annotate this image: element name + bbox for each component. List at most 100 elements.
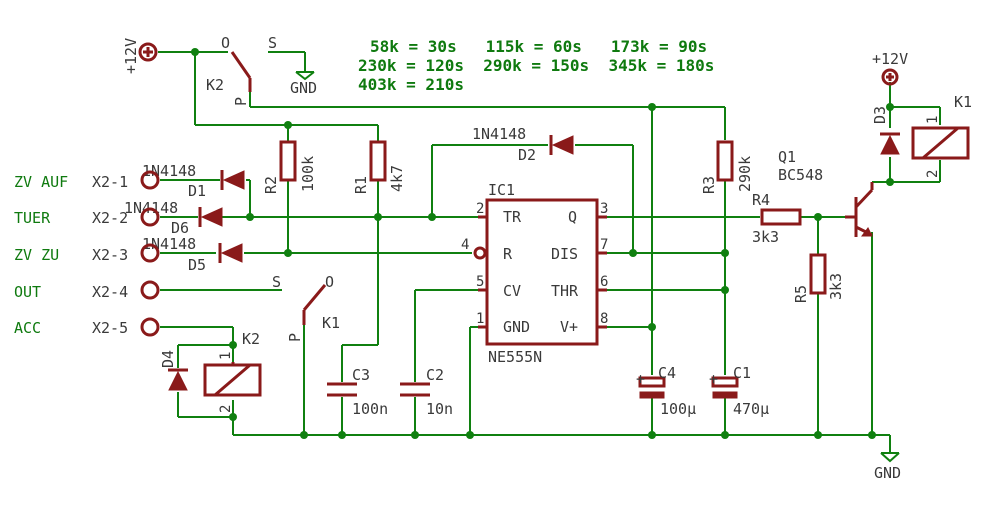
k1-contact-ref: K1	[322, 314, 340, 332]
diode-d1: 1N4148 D1	[142, 162, 245, 200]
supply-12v-top: +12V	[122, 38, 158, 74]
d1-ref: D1	[188, 182, 206, 200]
timing-row-1: 58k = 30s 115k = 60s 173k = 90s	[370, 37, 707, 56]
pin-x2-2: X2-2	[92, 209, 128, 227]
k2-contact-o: O	[221, 34, 230, 52]
d4-ref: D4	[159, 350, 177, 368]
connector-x2-3: ZV ZU X2-3	[14, 243, 160, 264]
timing-table: 58k = 30s 115k = 60s 173k = 90s 230k = 1…	[358, 37, 714, 94]
ic1-pin-tr: TR	[503, 208, 522, 226]
k2-contact-p: P	[232, 97, 250, 106]
k2-coil-ref: K2	[242, 330, 260, 348]
d2-ref: D2	[518, 146, 536, 164]
r4-ref: R4	[752, 191, 770, 209]
ic1-pin-gnd: GND	[503, 318, 530, 336]
connector-x2-5: ACC X2-5	[14, 317, 160, 337]
c3-ref: C3	[352, 366, 370, 384]
ic1-pinnum-1: 1	[476, 311, 484, 327]
ic1-ne555: IC1 NE555N TR Q R DIS CV THR GND V+ 2 3 …	[461, 181, 608, 366]
r3-value: 290k	[736, 156, 754, 192]
pin-x2-1: X2-1	[92, 173, 128, 191]
ic1-pin-vcc: V+	[560, 318, 578, 336]
r1-value: 4k7	[388, 165, 406, 192]
capacitor-c1: + C1 470µ	[709, 364, 769, 418]
ic1-pinnum-6: 6	[600, 274, 608, 290]
ground-main-label: GND	[874, 464, 901, 482]
ic1-pinnum-5: 5	[476, 274, 484, 290]
ic1-pinnum-3: 3	[600, 201, 608, 217]
junctions	[191, 48, 894, 439]
d6-ref: D6	[171, 219, 189, 237]
diode-d2: 1N4148 D2	[472, 125, 574, 164]
r2-value: 100k	[299, 156, 317, 192]
r1-ref: R1	[352, 176, 370, 194]
c4-plus-icon: +	[636, 370, 645, 388]
c4-ref: C4	[658, 364, 676, 382]
diode-d3: D3	[871, 106, 900, 155]
r2-ref: R2	[262, 176, 280, 194]
resistor-r4: R4 3k3	[752, 191, 802, 246]
ground-k2: GND	[290, 71, 317, 97]
capacitor-c2: C2 10n	[400, 366, 453, 418]
q1-part: BC548	[778, 166, 823, 184]
ic1-pin-cv: CV	[503, 282, 521, 300]
resistor-r2: R2 100k	[262, 140, 317, 194]
d5-ref: D5	[188, 256, 206, 274]
connector-x2-1: ZV AUF X2-1	[14, 170, 160, 191]
k2-contact-s: S	[268, 34, 277, 52]
resistor-r5: R5 3k3	[792, 253, 845, 303]
relay-k2-contact: O S P K2	[206, 34, 277, 106]
ground-k2-label: GND	[290, 79, 317, 97]
ic1-pin-r: R	[503, 245, 513, 263]
ic1-ref: IC1	[488, 181, 515, 199]
ic1-pinnum-8: 8	[600, 311, 608, 327]
ic1-pin-thr: THR	[551, 282, 579, 300]
relay-k1-contact: S O P K1	[272, 273, 340, 342]
k1-coil-pin2: 2	[925, 170, 941, 178]
k1-contact-o: O	[325, 273, 334, 291]
ic1-pinnum-2: 2	[476, 201, 484, 217]
ic1-part: NE555N	[488, 348, 542, 366]
d2-type: 1N4148	[472, 125, 526, 143]
pin-x2-5: X2-5	[92, 319, 128, 337]
ic1-pin-dis: DIS	[551, 245, 578, 263]
transistor-q1: Q1 BC548	[778, 148, 874, 237]
net-tuer: TUER	[14, 209, 51, 227]
c1-ref: C1	[733, 364, 751, 382]
k1-coil-pin1: 1	[925, 116, 941, 124]
c3-value: 100n	[352, 400, 388, 418]
capacitor-c4: + C4 100µ	[636, 364, 696, 418]
c1-value: 470µ	[733, 400, 769, 418]
k1-contact-p: P	[286, 333, 304, 342]
k2-contact-ref: K2	[206, 76, 224, 94]
relay-k1-coil: 1 2 K1	[911, 93, 972, 178]
supply-12v-right: +12V	[872, 50, 908, 86]
capacitor-c3: C3 100n	[327, 366, 388, 418]
r5-value: 3k3	[827, 273, 845, 300]
ic1-pinnum-4: 4	[461, 237, 469, 253]
connector-x2-4: OUT X2-4	[14, 280, 160, 301]
net-out: OUT	[14, 283, 41, 301]
timing-row-2: 230k = 120s 290k = 150s 345k = 180s	[358, 56, 714, 75]
k1-coil-ref: K1	[954, 93, 972, 111]
supply-12v-right-label: +12V	[872, 50, 908, 68]
ground-main: GND	[874, 452, 901, 482]
pin-x2-3: X2-3	[92, 246, 128, 264]
pin-x2-4: X2-4	[92, 283, 128, 301]
resistor-r3: R3 290k	[700, 140, 754, 194]
q1-ref: Q1	[778, 148, 796, 166]
diode-d4: D4	[159, 350, 188, 391]
d3-ref: D3	[871, 106, 889, 124]
c2-value: 10n	[426, 400, 453, 418]
ic1-pinnum-7: 7	[600, 237, 608, 253]
r3-ref: R3	[700, 176, 718, 194]
wires	[158, 51, 941, 453]
net-acc: ACC	[14, 319, 41, 337]
k2-coil-pin1: 1	[218, 352, 234, 360]
relay-k2-coil: 1 2 K2	[203, 330, 262, 413]
r4-value: 3k3	[752, 228, 779, 246]
net-zv-zu: ZV ZU	[14, 246, 59, 264]
c1-plus-icon: +	[709, 370, 718, 388]
supply-12v-top-label: +12V	[122, 38, 140, 74]
